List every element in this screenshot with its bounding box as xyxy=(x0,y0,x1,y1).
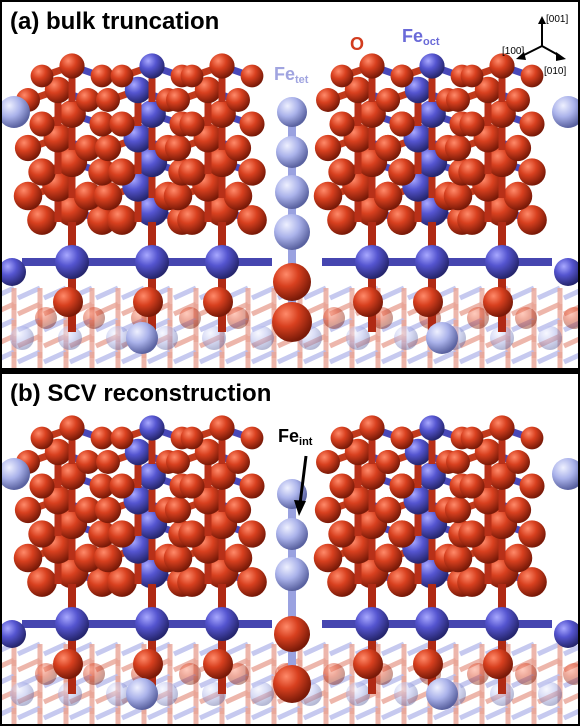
axis-indicator xyxy=(516,16,566,61)
panel-title: (b) SCV reconstruction xyxy=(10,380,272,407)
fe-oct-label: Feoct xyxy=(402,26,440,48)
fe-int-label: Feint xyxy=(278,426,313,448)
axis-label-x: [100] xyxy=(502,46,525,57)
oxygen-label: O xyxy=(350,34,365,54)
panel-scv-reconstruction: (b) SCV reconstruction Feint xyxy=(2,374,578,724)
fe-int-arrow xyxy=(294,455,308,516)
panel-bulk-truncation: (a) bulk truncation O Feoct Fetet [001] … xyxy=(2,2,578,368)
fe-tet-label: Fetet xyxy=(274,64,309,86)
axis-label-y: [010] xyxy=(544,66,567,77)
crystal-structure-image xyxy=(2,415,578,724)
axis-label-z: [001] xyxy=(546,14,569,25)
panel-title: (a) bulk truncation xyxy=(10,8,220,35)
crystal-structure-image xyxy=(2,53,578,368)
